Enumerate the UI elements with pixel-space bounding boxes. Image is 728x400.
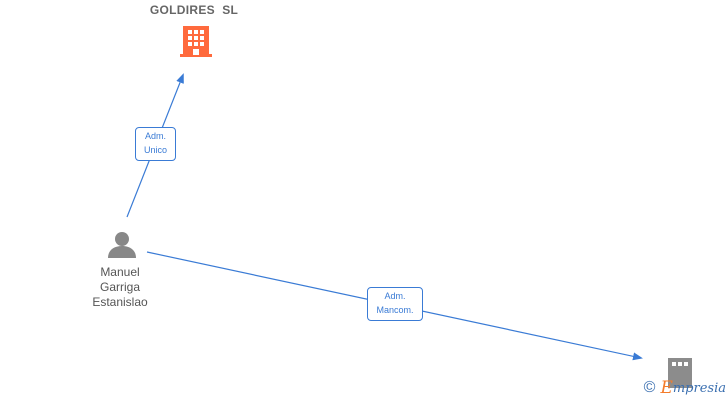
edge-label-adm-unico: Adm. Unico: [135, 127, 176, 161]
copyright-icon: ©: [643, 379, 656, 396]
edge-label-line: Unico: [143, 145, 167, 155]
edge-label-line: Mancom.: [376, 305, 414, 315]
building-icon-secondary[interactable]: [668, 358, 692, 388]
person-name-line: Garriga: [99, 280, 140, 294]
edge-label-line: Adm.: [144, 131, 166, 141]
person-name[interactable]: Manuel Garriga Estanislao: [70, 265, 170, 310]
person-name-line: Estanislao: [92, 295, 148, 309]
edge-label-line: Adm.: [384, 291, 406, 301]
company-name[interactable]: GOLDIRES SL: [149, 3, 239, 17]
person-name-line: Manuel: [100, 265, 140, 279]
edge-label-adm-mancom: Adm. Mancom.: [367, 287, 423, 321]
brand-name: mpresia: [672, 380, 726, 396]
brand-initial: E: [660, 378, 673, 398]
person-icon[interactable]: [108, 232, 136, 258]
building-icon[interactable]: [180, 26, 212, 57]
